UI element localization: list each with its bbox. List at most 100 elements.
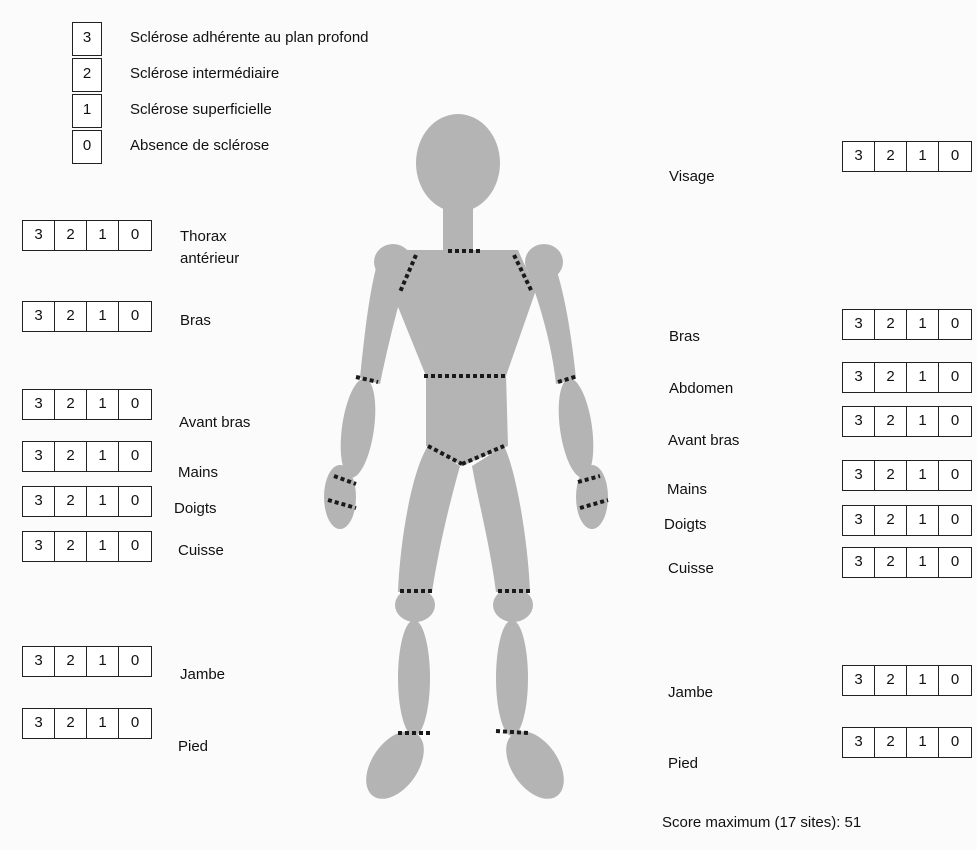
score-cell-1: 1	[907, 548, 939, 577]
site-label-thorax: Thorax antérieur	[180, 226, 239, 270]
site-label-line: antérieur	[180, 248, 239, 270]
score-cell-0: 0	[939, 363, 971, 392]
site-label-visage: Visage	[669, 166, 715, 188]
legend-value: 0	[72, 130, 102, 164]
right-foot	[494, 721, 575, 810]
right-knee	[493, 588, 533, 622]
score-cell-3: 3	[23, 390, 55, 419]
score-cell-0: 0	[939, 310, 971, 339]
score-cell-1: 1	[907, 142, 939, 171]
score-cell-0: 0	[119, 390, 151, 419]
score-cell-0: 0	[939, 666, 971, 695]
left-hand	[324, 465, 356, 529]
score-cell-1: 1	[87, 487, 119, 516]
site-label-cuisse-left: Cuisse	[178, 540, 224, 562]
left-foot	[354, 721, 435, 810]
score-cell-3: 3	[843, 666, 875, 695]
site-label-avant-bras-left: Avant bras	[179, 412, 250, 434]
score-cell-2: 2	[875, 548, 907, 577]
score-cell-2: 2	[55, 302, 87, 331]
score-cell-1: 1	[87, 221, 119, 250]
score-cell-3: 3	[23, 532, 55, 561]
score-maximum: Score maximum (17 sites): 51	[662, 814, 861, 831]
score-cell-3: 3	[843, 142, 875, 171]
score-cell-3: 3	[23, 442, 55, 471]
score-cell-2: 2	[875, 461, 907, 490]
site-label-abdomen: Abdomen	[669, 378, 733, 400]
score-cell-3: 3	[843, 728, 875, 757]
site-label-bras-right: Bras	[669, 326, 700, 348]
score-cell-1: 1	[907, 407, 939, 436]
site-label-doigts-left: Doigts	[174, 498, 217, 520]
score-cell-2: 2	[875, 407, 907, 436]
score-cell-3: 3	[843, 363, 875, 392]
score-cell-2: 2	[875, 363, 907, 392]
score-cell-2: 2	[55, 221, 87, 250]
legend-label: Absence de sclérose	[130, 137, 269, 154]
neck	[443, 200, 473, 255]
score-cell-0: 0	[119, 442, 151, 471]
score-cell-3: 3	[23, 302, 55, 331]
score-cell-3: 3	[843, 506, 875, 535]
site-label-line: Thorax	[180, 226, 239, 248]
score-cell-1: 1	[907, 506, 939, 535]
score-cell-1: 1	[87, 647, 119, 676]
score-cell-3: 3	[843, 407, 875, 436]
score-cell-1: 1	[87, 302, 119, 331]
score-cell-3: 3	[843, 310, 875, 339]
score-cell-1: 1	[907, 310, 939, 339]
site-label-cuisse-right: Cuisse	[668, 558, 714, 580]
score-cell-0: 0	[939, 548, 971, 577]
left-forearm	[335, 376, 381, 479]
site-label-jambe-right: Jambe	[668, 682, 713, 704]
right-forearm	[553, 376, 599, 479]
score-cell-3: 3	[23, 221, 55, 250]
left-upper-arm	[360, 268, 408, 384]
legend-label: Sclérose adhérente au plan profond	[130, 29, 369, 46]
left-knee	[395, 588, 435, 622]
score-cell-1: 1	[907, 461, 939, 490]
score-cell-3: 3	[843, 548, 875, 577]
score-cell-2: 2	[875, 728, 907, 757]
score-cell-0: 0	[939, 407, 971, 436]
score-box-pied-left: 3210	[22, 708, 152, 739]
score-cell-0: 0	[939, 506, 971, 535]
site-label-avant-bras-right: Avant bras	[668, 430, 739, 452]
score-cell-2: 2	[875, 506, 907, 535]
score-cell-2: 2	[875, 666, 907, 695]
score-box-cuisse-left: 3210	[22, 531, 152, 562]
score-cell-1: 1	[907, 666, 939, 695]
left-thigh	[398, 446, 460, 592]
site-label-mains-left: Mains	[178, 462, 218, 484]
score-cell-2: 2	[55, 532, 87, 561]
chest	[392, 250, 536, 376]
site-label-mains-right: Mains	[667, 479, 707, 501]
score-cell-0: 0	[119, 487, 151, 516]
left-shin	[398, 620, 430, 736]
score-cell-0: 0	[119, 221, 151, 250]
score-cell-0: 0	[939, 142, 971, 171]
legend-value: 1	[72, 94, 102, 128]
score-cell-1: 1	[907, 363, 939, 392]
head	[416, 114, 500, 212]
score-cell-1: 1	[87, 390, 119, 419]
right-thigh	[472, 446, 530, 592]
score-cell-0: 0	[119, 709, 151, 738]
site-label-pied-left: Pied	[178, 736, 208, 758]
site-label-jambe-left: Jambe	[180, 664, 225, 686]
site-label-bras-left: Bras	[180, 310, 211, 332]
score-cell-1: 1	[87, 442, 119, 471]
score-cell-0: 0	[939, 728, 971, 757]
right-hand	[576, 465, 608, 529]
